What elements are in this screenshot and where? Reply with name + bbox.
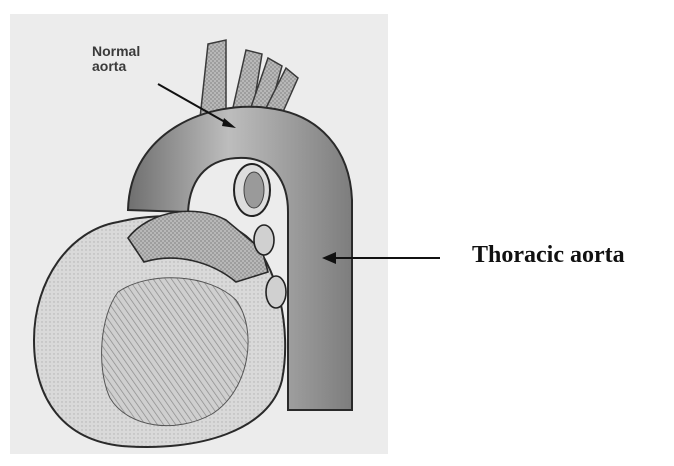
thoracic-aorta-label: Thoracic aorta (472, 242, 625, 269)
normal-aorta-label-line1: Normal (92, 44, 140, 59)
normal-aorta-label: Normal aorta (92, 44, 140, 74)
normal-aorta-label-line2: aorta (92, 59, 140, 74)
vessel-opening-lower (266, 276, 286, 308)
pulmonary-artery-lumen (244, 172, 264, 208)
vessel-opening-middle (254, 225, 274, 255)
